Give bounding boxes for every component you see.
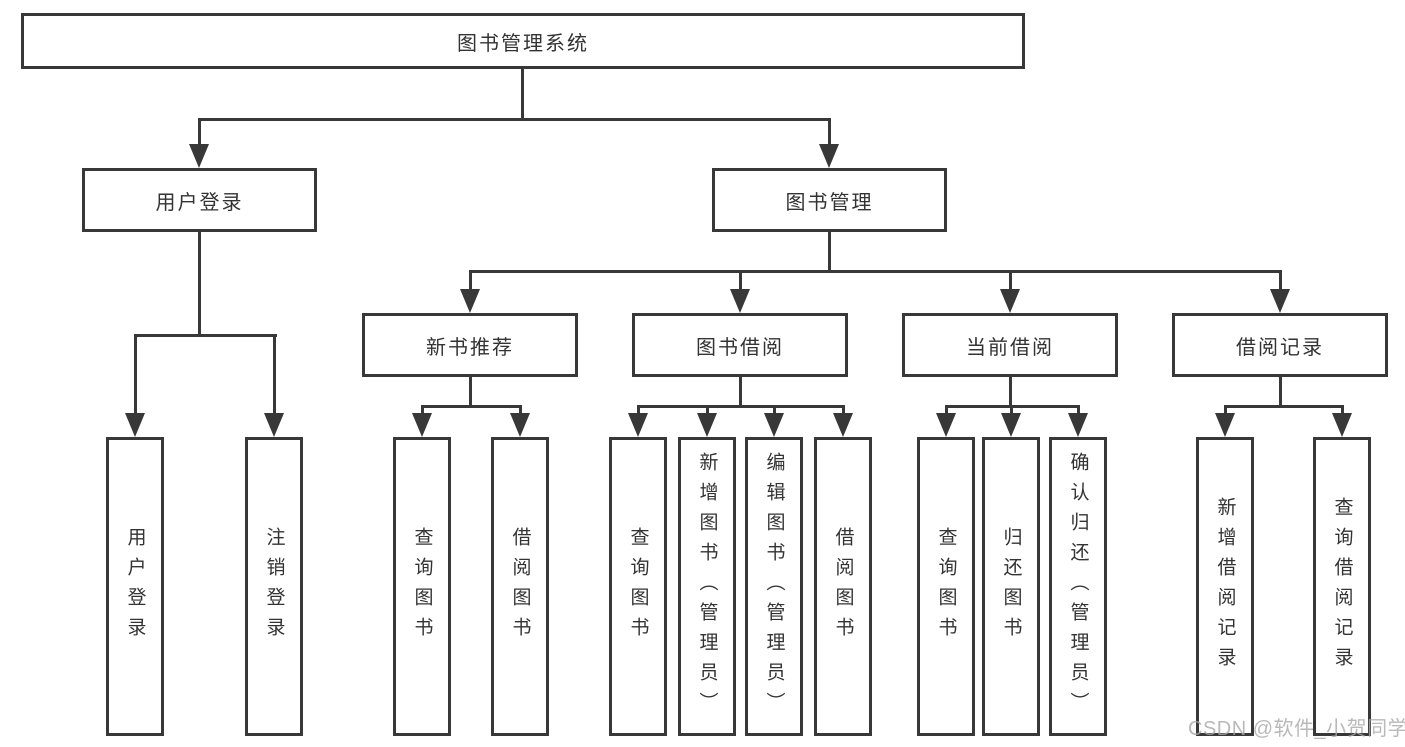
leaf-label: 新增借阅记录 bbox=[1214, 496, 1236, 677]
leaf-query-books-borrowing: 查询图书 bbox=[609, 437, 667, 736]
leaf-query-books-recommend: 查询图书 bbox=[393, 437, 451, 736]
arrow-down-icon bbox=[1068, 413, 1088, 437]
arrow-down-icon bbox=[936, 413, 956, 437]
arrow-down-icon bbox=[730, 289, 750, 313]
connector-line bbox=[421, 405, 522, 408]
leaf-confirm-return-admin: 确认归还（管理员） bbox=[1049, 437, 1107, 736]
leaf-borrow-books-recommend: 借阅图书 bbox=[491, 437, 549, 736]
leaf-label: 编辑图书（管理员） bbox=[763, 451, 785, 722]
node-user-login: 用户登录 bbox=[82, 168, 317, 232]
leaf-label: 查询图书 bbox=[411, 526, 433, 647]
connector-line bbox=[1279, 270, 1282, 291]
leaf-label: 用户登录 bbox=[124, 526, 146, 647]
leaf-label: 确认归还（管理员） bbox=[1067, 451, 1089, 722]
arrow-down-icon bbox=[189, 144, 209, 168]
leaf-edit-books-admin: 编辑图书（管理员） bbox=[745, 437, 803, 736]
leaf-label: 查询借阅记录 bbox=[1331, 496, 1353, 677]
connector-line bbox=[198, 118, 831, 121]
arrow-down-icon bbox=[460, 289, 480, 313]
leaf-label: 查询图书 bbox=[935, 526, 957, 647]
connector-line bbox=[842, 405, 845, 415]
arrow-down-icon bbox=[1332, 413, 1352, 437]
node-label: 图书管理 bbox=[785, 191, 874, 214]
arrow-down-icon bbox=[1000, 289, 1020, 313]
connector-line bbox=[1224, 405, 1227, 415]
watermark: CSDN @软件_小贺同学 bbox=[1188, 718, 1405, 740]
node-label: 用户登录 bbox=[155, 191, 244, 214]
leaf-add-books-admin: 新增图书（管理员） bbox=[678, 437, 736, 736]
arrow-down-icon bbox=[697, 413, 717, 437]
arrow-down-icon bbox=[1215, 413, 1235, 437]
connector-line bbox=[1279, 377, 1282, 408]
connector-line bbox=[637, 405, 845, 408]
connector-line bbox=[828, 118, 831, 146]
leaf-label: 借阅图书 bbox=[509, 526, 531, 647]
leaf-query-books-current: 查询图书 bbox=[917, 437, 975, 736]
leaf-label: 新增图书（管理员） bbox=[696, 451, 718, 722]
node-book-management: 图书管理 bbox=[712, 168, 947, 232]
arrow-down-icon bbox=[628, 413, 648, 437]
arrow-down-icon bbox=[1001, 413, 1021, 437]
arrow-down-icon bbox=[264, 413, 284, 437]
connector-line bbox=[637, 405, 640, 415]
node-book-borrowing: 图书借阅 bbox=[632, 313, 848, 377]
leaf-query-borrow-record: 查询借阅记录 bbox=[1313, 437, 1371, 736]
connector-line bbox=[828, 232, 831, 273]
connector-line bbox=[198, 232, 201, 337]
leaf-add-borrow-record: 新增借阅记录 bbox=[1196, 437, 1254, 736]
connector-line bbox=[519, 405, 522, 415]
leaf-label: 归还图书 bbox=[1000, 526, 1022, 647]
leaf-user-login: 用户登录 bbox=[106, 437, 164, 736]
arrow-down-icon bbox=[412, 413, 432, 437]
arrow-down-icon bbox=[510, 413, 530, 437]
node-label: 新书推荐 bbox=[426, 336, 514, 359]
node-current-borrowing: 当前借阅 bbox=[902, 313, 1118, 377]
connector-line bbox=[706, 405, 709, 415]
leaf-borrow-books-borrowing: 借阅图书 bbox=[814, 437, 872, 736]
node-borrowing-records: 借阅记录 bbox=[1172, 313, 1388, 377]
connector-line bbox=[134, 334, 277, 337]
connector-line bbox=[773, 405, 776, 415]
node-new-book-recommendation: 新书推荐 bbox=[362, 313, 578, 377]
node-label: 图书管理系统 bbox=[457, 32, 589, 55]
leaf-label: 注销登录 bbox=[263, 526, 285, 647]
connector-line bbox=[273, 334, 276, 414]
connector-line bbox=[469, 377, 472, 408]
connector-line bbox=[739, 270, 742, 291]
node-label: 图书借阅 bbox=[696, 336, 784, 359]
arrow-down-icon bbox=[819, 144, 839, 168]
leaf-return-books: 归还图书 bbox=[982, 437, 1040, 736]
arrow-down-icon bbox=[764, 413, 784, 437]
connector-line bbox=[469, 270, 472, 291]
connector-line bbox=[945, 405, 948, 415]
connector-line bbox=[1341, 405, 1344, 415]
leaf-label: 查询图书 bbox=[627, 526, 649, 647]
connector-line bbox=[1010, 405, 1013, 415]
node-library-management-system: 图书管理系统 bbox=[21, 13, 1025, 69]
connector-line bbox=[198, 118, 201, 146]
node-label: 借阅记录 bbox=[1236, 336, 1324, 359]
connector-line bbox=[1009, 270, 1012, 291]
arrow-down-icon bbox=[833, 413, 853, 437]
connector-line bbox=[1009, 377, 1012, 408]
connector-line bbox=[421, 405, 424, 415]
connector-line bbox=[739, 377, 742, 408]
connector-line bbox=[469, 270, 1282, 273]
connector-line bbox=[521, 69, 524, 120]
arrow-down-icon bbox=[125, 413, 145, 437]
connector-line bbox=[1224, 405, 1344, 408]
arrow-down-icon bbox=[1270, 289, 1290, 313]
leaf-logout: 注销登录 bbox=[245, 437, 303, 736]
leaf-label: 借阅图书 bbox=[832, 526, 854, 647]
node-label: 当前借阅 bbox=[966, 336, 1054, 359]
connector-line bbox=[134, 334, 137, 414]
connector-line bbox=[1077, 405, 1080, 415]
